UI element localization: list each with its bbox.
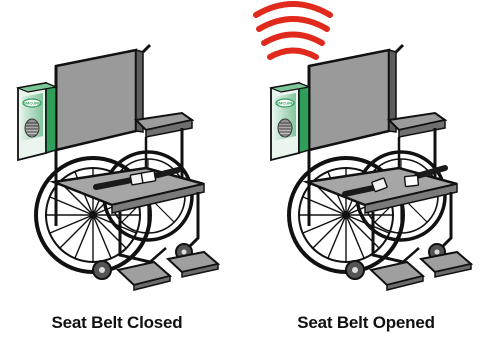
panel-closed: SMCURE (17, 43, 220, 292)
wheelchair-left (34, 43, 220, 292)
seat-belt-opened (342, 165, 448, 197)
caption-seat-belt-opened: Seat Belt Opened (297, 313, 435, 332)
alarm-device-left (17, 82, 57, 161)
caption-seat-belt-closed: Seat Belt Closed (51, 313, 183, 332)
device-brand-left: SMCURE (23, 101, 41, 106)
alarm-device-right (270, 82, 310, 161)
panel-opened: SMCURE (253, 1, 473, 292)
seat-belt-closed (93, 167, 181, 190)
device-brand-right: SMCURE (276, 101, 294, 106)
alarm-waves-icon (253, 1, 333, 60)
